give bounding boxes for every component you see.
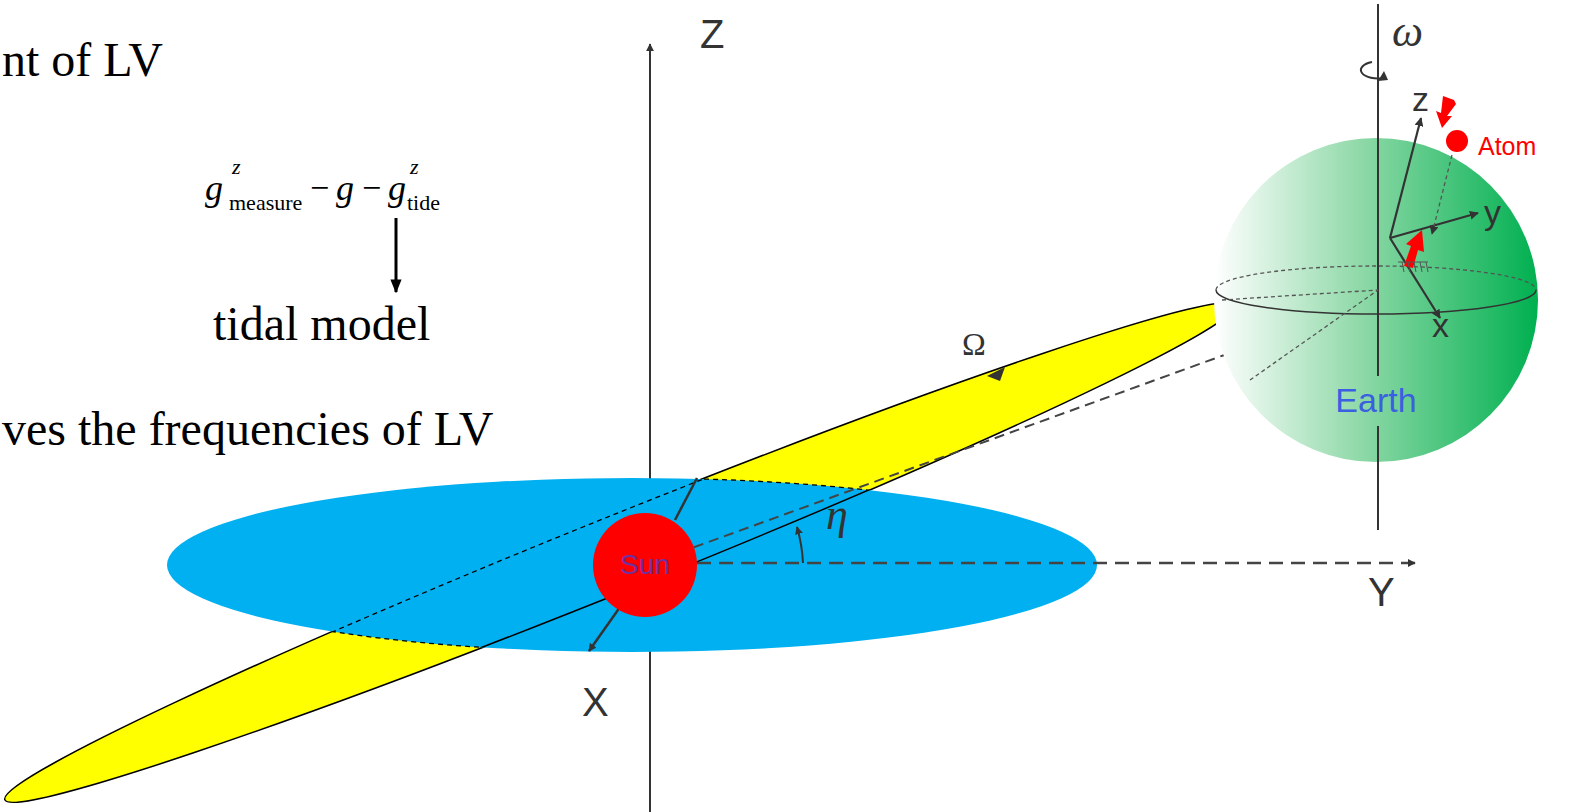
axis-label: x bbox=[1432, 308, 1449, 342]
equator-back bbox=[1216, 266, 1536, 290]
axis-label: Y bbox=[1368, 572, 1395, 612]
axis-label: y bbox=[1484, 195, 1501, 229]
ecliptic-plane bbox=[167, 478, 1097, 652]
earth-sphere: Earth bbox=[1214, 138, 1538, 462]
local-z-axis bbox=[1390, 118, 1421, 238]
fall-line bbox=[1432, 155, 1452, 234]
formula-symbol: g bbox=[388, 170, 406, 206]
sun-circle: Sun bbox=[593, 513, 697, 617]
down-arrow bbox=[395, 218, 398, 292]
rotation-symbol bbox=[1378, 71, 1388, 81]
y-axis bbox=[697, 562, 1415, 565]
eta-arc bbox=[797, 527, 803, 563]
orbit-back-edge bbox=[5, 303, 1235, 800]
atom-dot bbox=[1446, 130, 1468, 152]
orbit-radius bbox=[694, 355, 1224, 547]
angle-label: Ω bbox=[962, 328, 986, 360]
gravity-arrow bbox=[1404, 230, 1424, 268]
axis-label: X bbox=[582, 682, 609, 722]
angle-label: ω bbox=[1392, 10, 1423, 54]
guide-line bbox=[1250, 290, 1378, 380]
orbit-plane bbox=[0, 270, 1249, 812]
angle-label: η bbox=[826, 493, 848, 537]
rotation-axis bbox=[1377, 4, 1379, 376]
formula-subscript: measure bbox=[229, 192, 302, 214]
local-x-axis bbox=[1390, 238, 1440, 318]
rotation-axis bbox=[1377, 426, 1379, 530]
formula-operator: − bbox=[362, 171, 381, 205]
formula-operator: − bbox=[310, 171, 329, 205]
formula-subscript: tide bbox=[407, 192, 440, 214]
ecliptic-edge bbox=[167, 478, 1097, 652]
orbit-front-edge bbox=[5, 305, 1235, 802]
caption-fragment: nt of LV bbox=[2, 36, 163, 84]
formula-superscript: z bbox=[232, 156, 241, 178]
axis-label: Z bbox=[700, 14, 724, 54]
atom-arrow bbox=[1436, 96, 1456, 128]
atom-label: Atom bbox=[1478, 134, 1536, 159]
axis-label: z bbox=[1412, 82, 1429, 116]
node-line bbox=[675, 478, 697, 520]
caption-fragment: ves the frequencies of LV bbox=[2, 405, 493, 453]
node-label: Earth bbox=[1335, 383, 1416, 417]
formula-symbol: g bbox=[205, 170, 223, 206]
z-axis bbox=[649, 44, 651, 812]
node-label: Sun bbox=[620, 551, 670, 579]
formula-superscript: z bbox=[410, 156, 419, 178]
equator-front bbox=[1216, 290, 1536, 314]
guide-line bbox=[1222, 290, 1378, 300]
formula-symbol: g bbox=[336, 170, 354, 206]
omega-arrow bbox=[987, 367, 1005, 381]
local-y-axis bbox=[1390, 213, 1478, 238]
caption-fragment: tidal model bbox=[213, 300, 430, 348]
ground-hatch bbox=[1398, 262, 1428, 272]
rotation-symbol bbox=[1361, 62, 1384, 79]
